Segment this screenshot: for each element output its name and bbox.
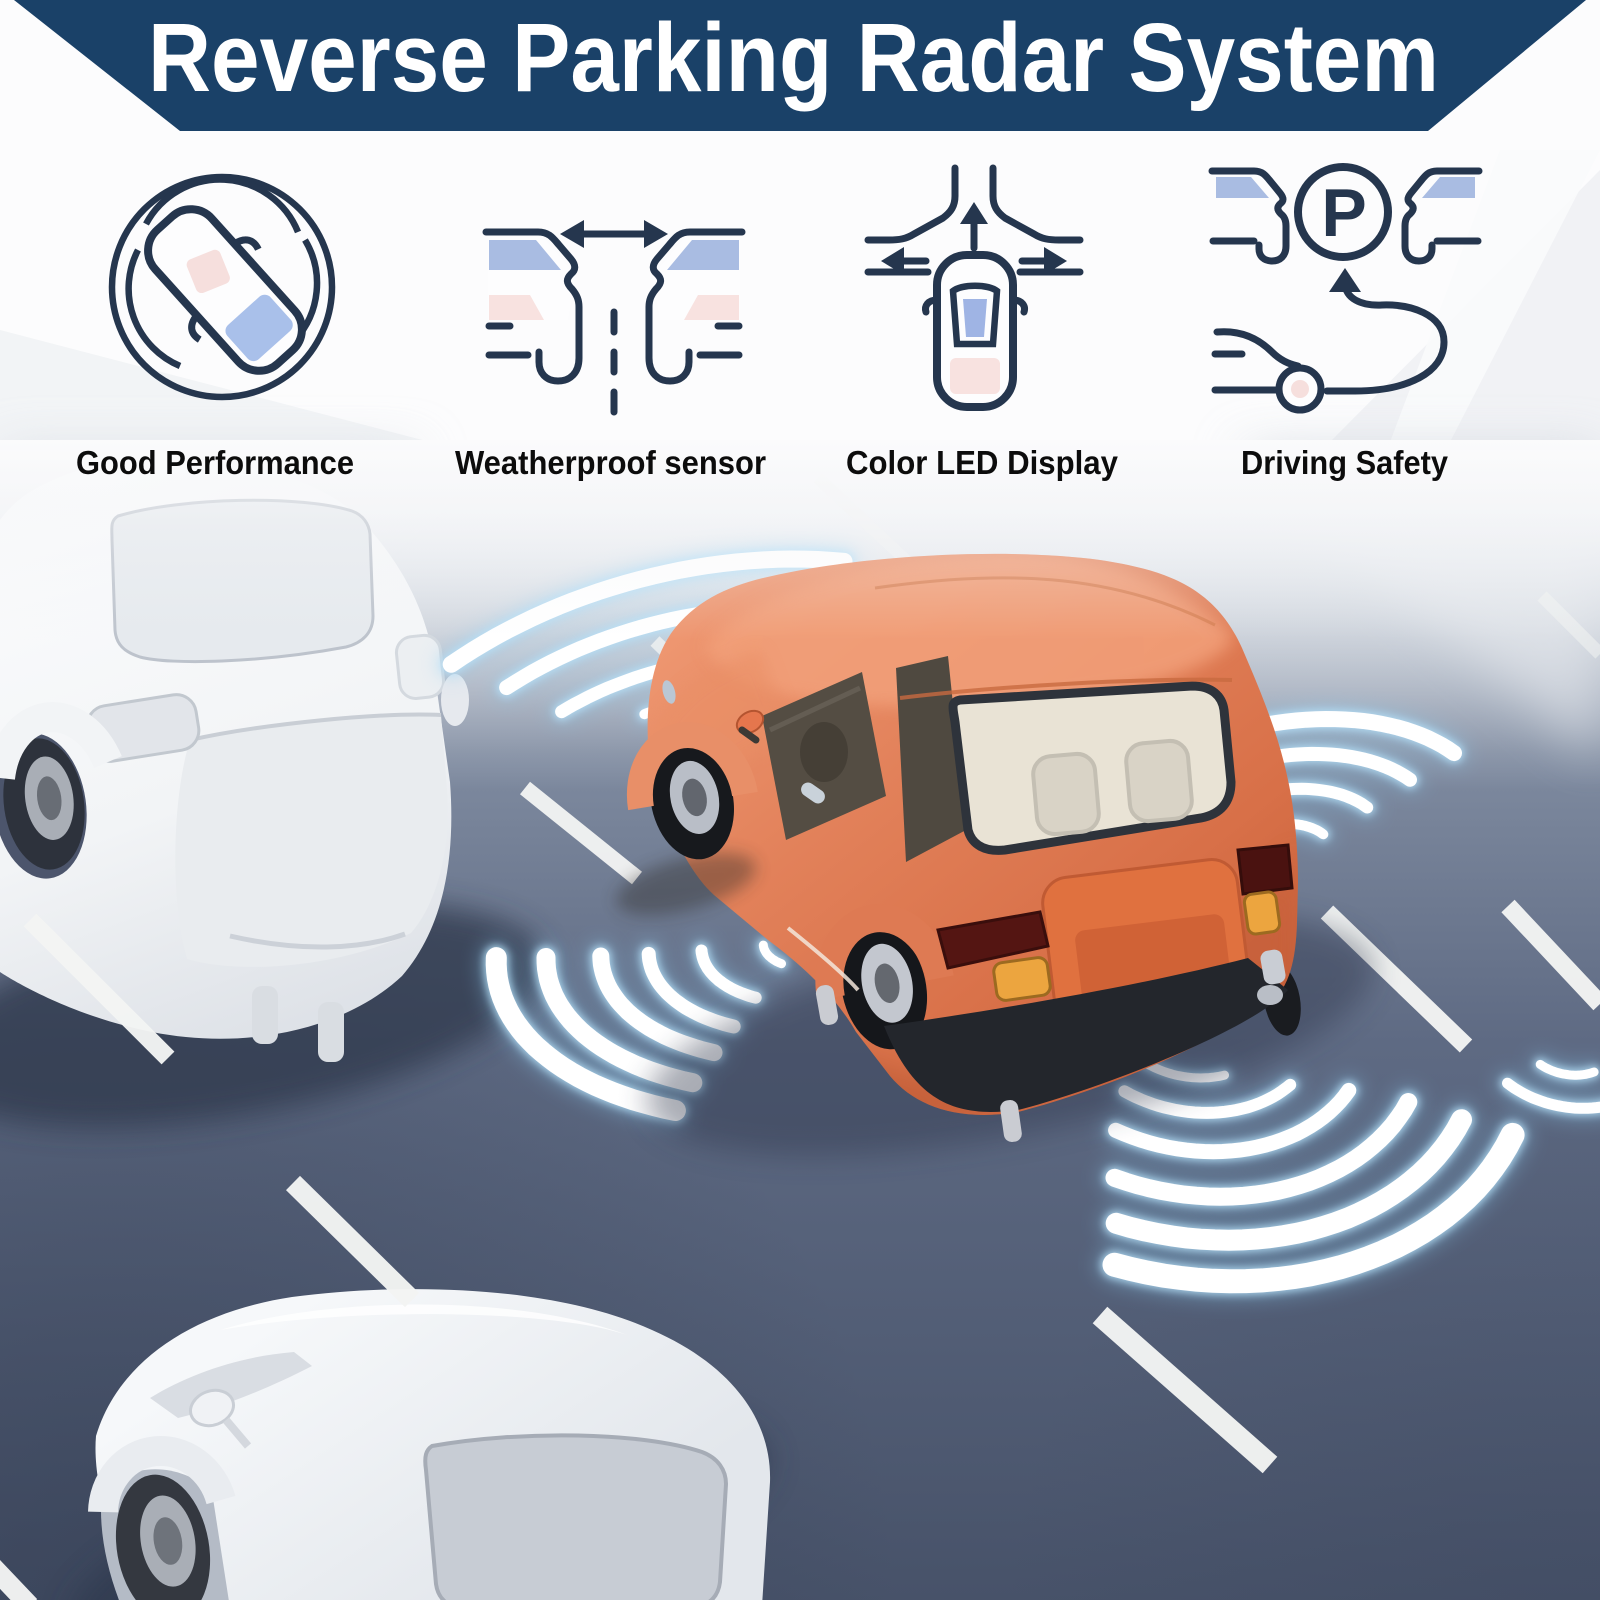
svg-text:P: P	[1321, 175, 1366, 251]
svg-text:Weatherproof sensor: Weatherproof sensor	[455, 445, 766, 482]
svg-text:Driving Safety: Driving Safety	[1241, 445, 1448, 482]
svg-text:Color LED Display: Color LED Display	[846, 445, 1118, 482]
svg-text:Good Performance: Good Performance	[76, 445, 354, 482]
svg-text:Reverse Parking Radar System: Reverse Parking Radar System	[148, 3, 1439, 112]
